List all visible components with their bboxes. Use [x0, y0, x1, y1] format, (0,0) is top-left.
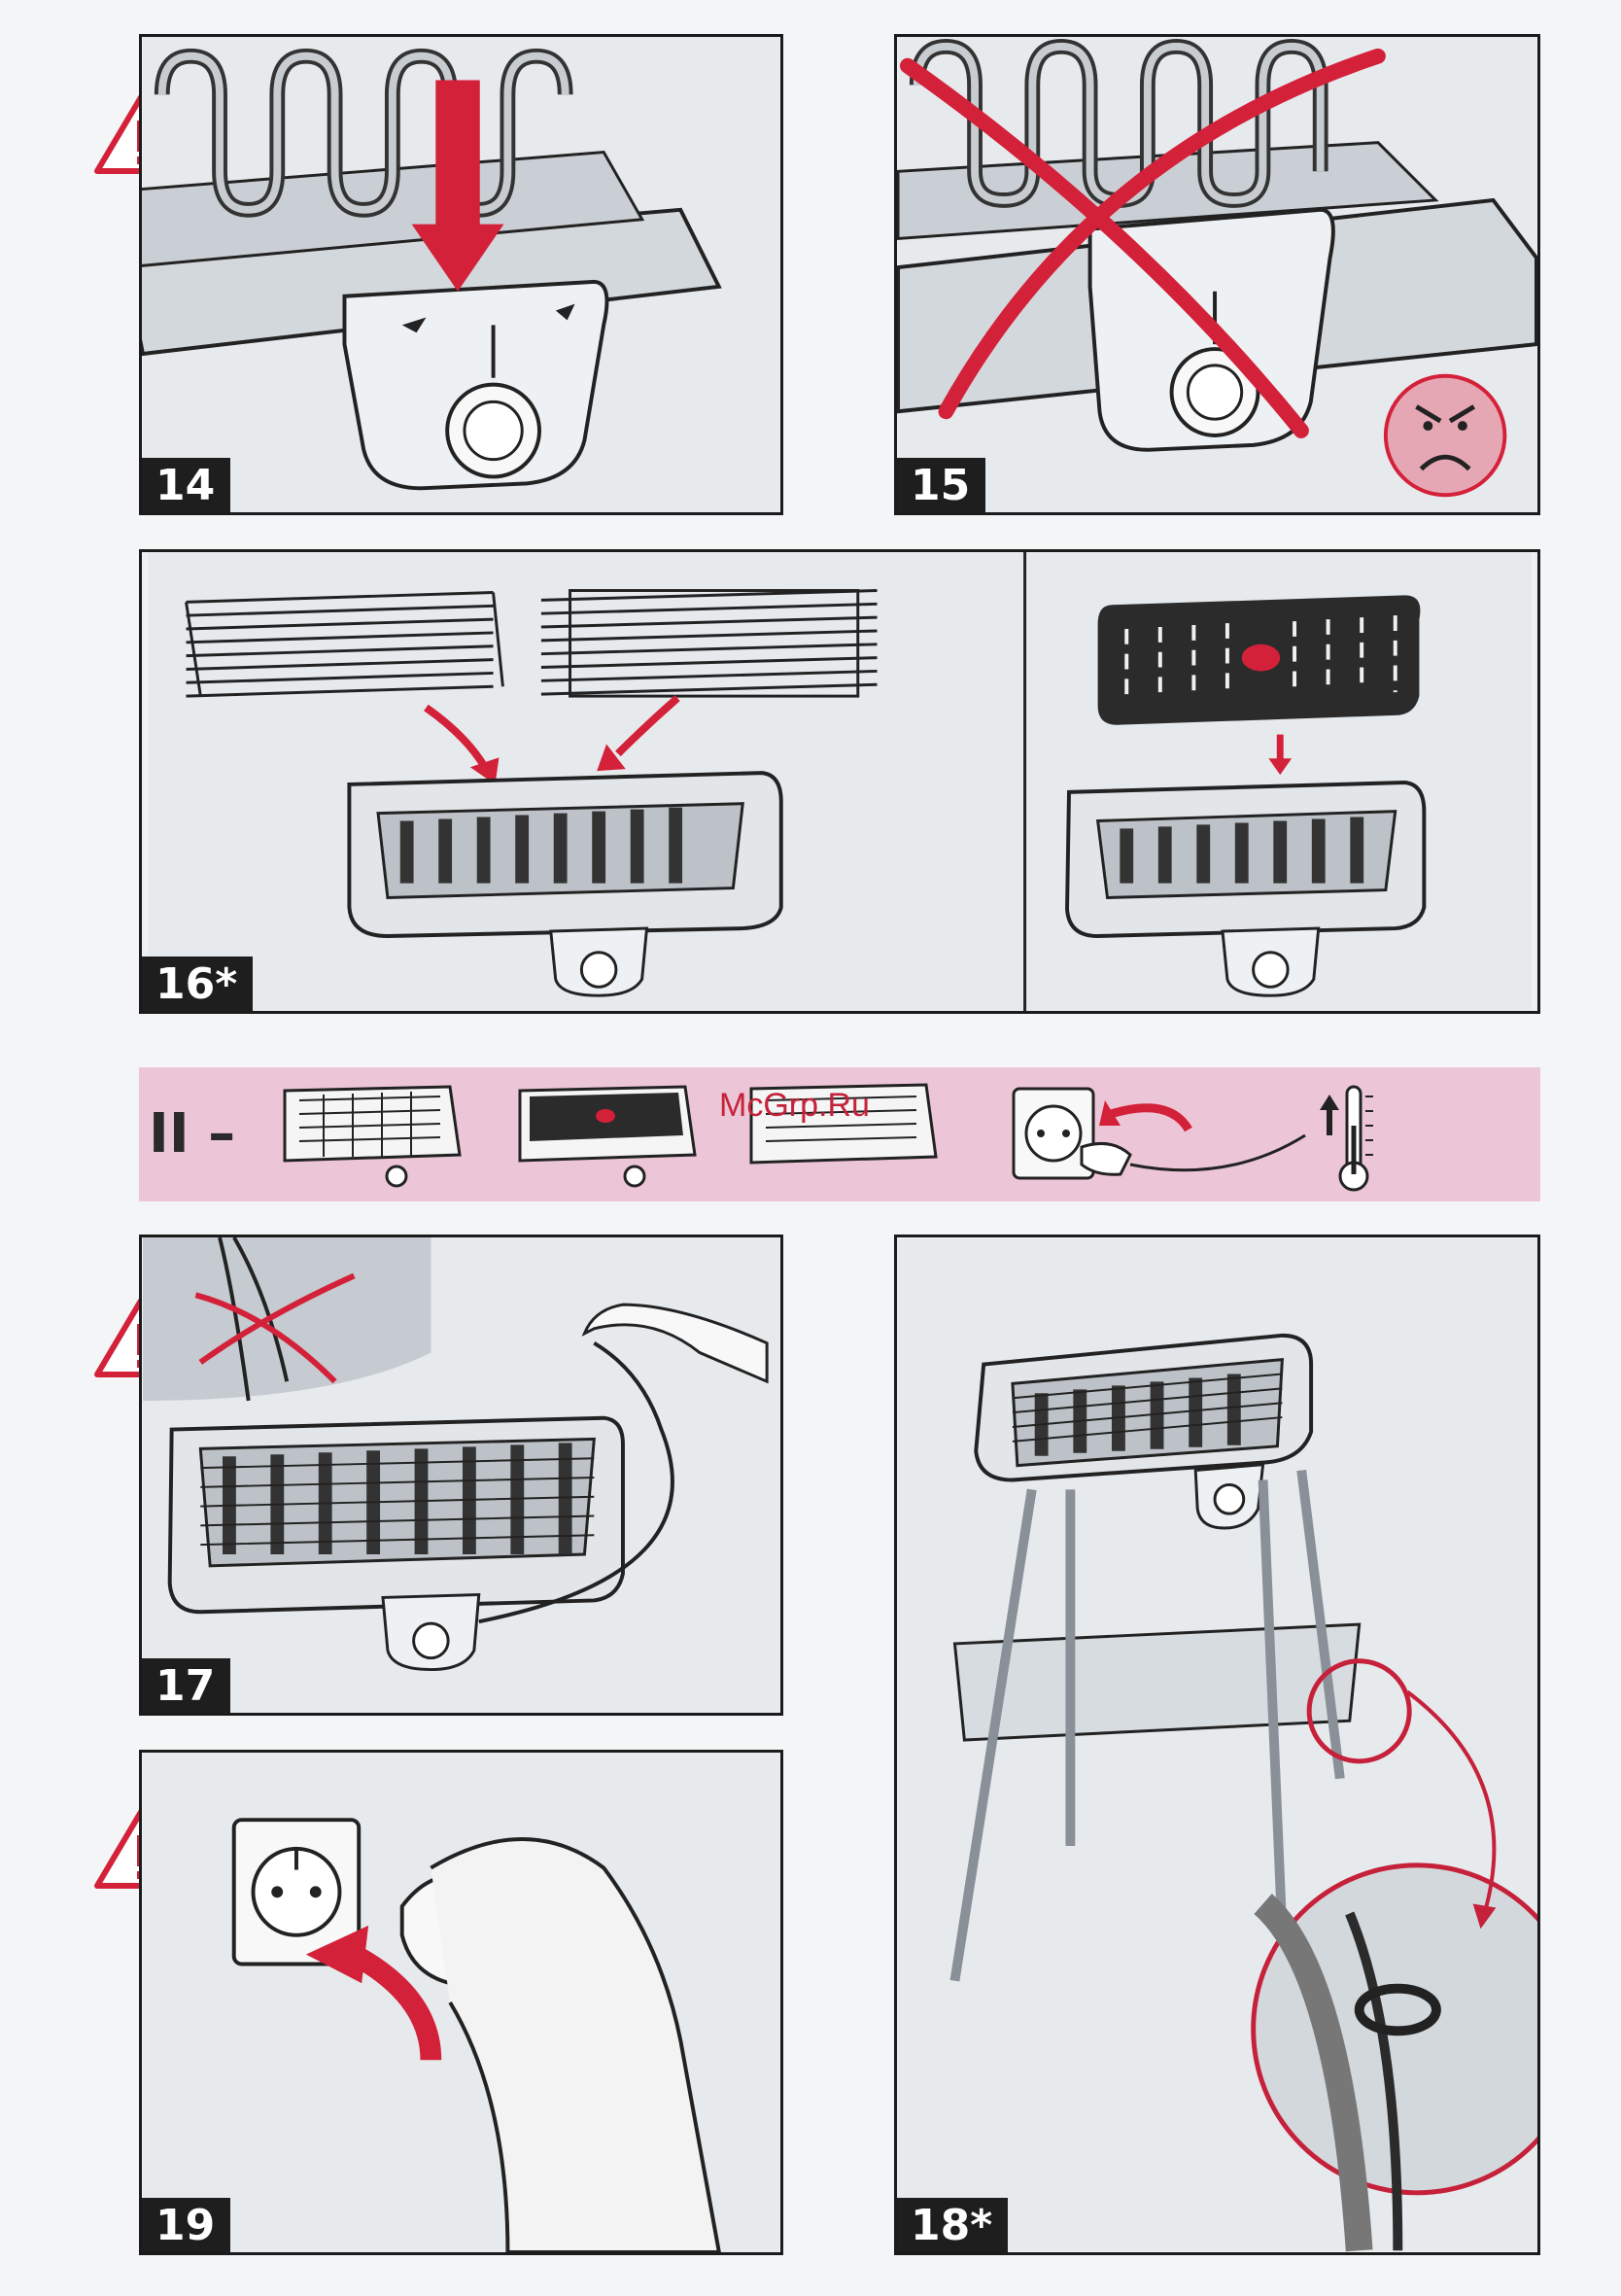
step-18-illustration — [897, 1237, 1537, 2252]
step-number-17: 17 — [142, 1658, 230, 1713]
grill-plate — [1098, 595, 1421, 724]
step-19-panel: 19 — [139, 1750, 783, 2255]
step-16-panel: 16* — [139, 549, 1540, 1014]
step-16-illustration — [142, 552, 1537, 1011]
wall-socket-icon — [1014, 1089, 1305, 1178]
step-18-panel: 18* — [894, 1235, 1540, 2255]
step-15-illustration — [897, 37, 1537, 512]
summary-strip: II – — [139, 1067, 1540, 1201]
step-19-illustration — [142, 1753, 780, 2252]
step-number-16: 16* — [142, 957, 253, 1011]
grill-with-plate-icon — [520, 1087, 695, 1186]
step-number-14: 14 — [142, 458, 230, 512]
grill-with-rack-icon — [285, 1087, 460, 1186]
step-17-panel: 17 — [139, 1235, 783, 1716]
step-14-illustration — [142, 37, 780, 512]
watermark-text: McGrp.Ru — [719, 1087, 870, 1125]
step-17-illustration — [142, 1237, 780, 1713]
step-14-panel: 14 — [139, 34, 783, 515]
step-number-19: 19 — [142, 2198, 230, 2252]
step-number-18: 18* — [897, 2198, 1008, 2252]
step-15-panel: 15 — [894, 34, 1540, 515]
angry-face-icon — [1386, 376, 1504, 495]
step-number-15: 15 — [897, 458, 985, 512]
thermometer-icon — [1320, 1087, 1373, 1190]
